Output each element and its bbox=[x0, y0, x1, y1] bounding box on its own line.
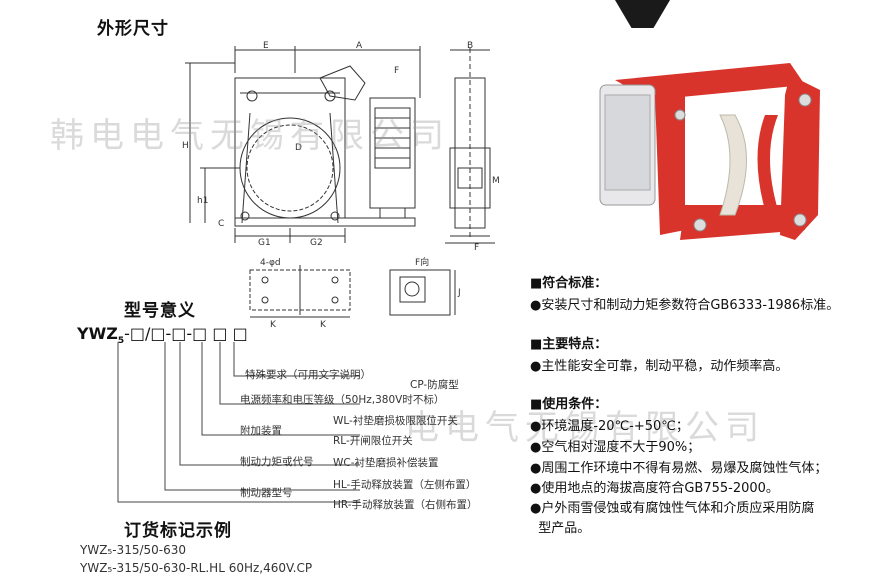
code-item-left-1: 电源频率和电压等级（50Hz,380V时不标） bbox=[240, 394, 445, 406]
watermark-top: 韩电电气无锡有限公司 bbox=[50, 116, 450, 156]
section-conditions-line-5: 型产品。 bbox=[530, 521, 591, 536]
section-conditions-line-4: ●户外雨雪侵蚀或有腐蚀性气体和介质应采用防腐 bbox=[530, 501, 815, 516]
model-meaning-heading: 型号意义 bbox=[124, 301, 196, 321]
mounting-holes-drawing: 4-φd K K F向 J bbox=[249, 256, 461, 330]
dim-D: D bbox=[295, 143, 302, 153]
dim-A: A bbox=[356, 41, 363, 51]
code-item-right-4: HL-手动释放装置（左侧布置） bbox=[333, 479, 477, 491]
dim-E: E bbox=[263, 41, 269, 51]
code-item-left-5: 制动器型号 bbox=[240, 487, 293, 499]
code-item-left-3: 制动力矩或代号 bbox=[240, 456, 314, 468]
dim-h1: h1 bbox=[197, 196, 208, 206]
dim-K-2: K bbox=[320, 320, 327, 330]
corner-decoration bbox=[615, 0, 670, 28]
brake-product-image bbox=[599, 63, 820, 240]
section-conditions-line-0: ●环境温度-20℃-+50℃； bbox=[530, 419, 689, 434]
dim-C: C bbox=[218, 219, 224, 229]
code-item-right-1: WL-衬垫磨损极限限位开关 bbox=[333, 415, 458, 427]
model-sub: 5 bbox=[117, 336, 125, 347]
dim-J: J bbox=[457, 288, 461, 298]
four-d-label: 4-φd bbox=[260, 258, 281, 268]
model-prefix: YWZ bbox=[77, 324, 118, 343]
dimensions-heading: 外形尺寸 bbox=[97, 19, 169, 39]
order-example-2: YWZ₅-315/50-630-RL.HL 60Hz,460V.CP bbox=[80, 561, 313, 575]
section-features-title: ■主要特点： bbox=[530, 337, 608, 352]
f-direction-label: F向 bbox=[415, 256, 429, 268]
code-item-right-5: HR-手动释放装置（右侧布置） bbox=[333, 499, 478, 511]
section-features-line-0: ●主性能安全可靠，制动平稳，动作频率高。 bbox=[530, 359, 789, 374]
dim-M: M bbox=[492, 176, 500, 186]
brake-dimension-drawing: E A B H h1 C G1 G2 D F M F bbox=[182, 41, 500, 253]
section-conditions-line-1: ●空气相对湿度不大于90%； bbox=[530, 440, 701, 455]
dim-H: H bbox=[182, 141, 189, 151]
code-item-left-0: 特殊要求（可用文字说明） bbox=[245, 369, 371, 381]
watermark-middle: 电电气无锡有限公司 bbox=[405, 408, 765, 448]
section-conditions-line-2: ●周围工作环境中不得有易燃、易爆及腐蚀性气体； bbox=[530, 461, 828, 476]
section-conditions-title: ■使用条件： bbox=[530, 397, 608, 412]
order-example-1: YWZ₅-315/50-630 bbox=[80, 543, 187, 557]
section-standard-title: ■符合标准： bbox=[530, 276, 608, 291]
arrow-F-label: F bbox=[394, 66, 399, 76]
section-conditions-line-3: ●使用地点的海拔高度符合GB755-2000。 bbox=[530, 481, 779, 496]
code-item-right-0: CP-防腐型 bbox=[410, 379, 459, 391]
dim-F: F bbox=[474, 243, 479, 253]
dim-K-1: K bbox=[270, 320, 277, 330]
dim-G2: G2 bbox=[310, 238, 323, 248]
model-code-tree bbox=[117, 342, 360, 503]
code-item-right-2: RL-开闸限位开关 bbox=[333, 435, 413, 447]
code-item-right-3: WC-衬垫磨损补偿装置 bbox=[333, 457, 439, 469]
dim-G1: G1 bbox=[258, 238, 271, 248]
order-example-heading: 订货标记示例 bbox=[124, 521, 232, 541]
section-standard-line-0: ●安装尺寸和制动力矩参数符合GB6333-1986标准。 bbox=[530, 298, 840, 313]
code-item-left-2: 附加装置 bbox=[240, 425, 282, 437]
model-code: YWZ5-□/□-□-□ □ □ bbox=[77, 324, 248, 346]
model-boxes: -□/□-□-□ □ □ bbox=[124, 324, 248, 343]
dim-B: B bbox=[467, 41, 473, 51]
